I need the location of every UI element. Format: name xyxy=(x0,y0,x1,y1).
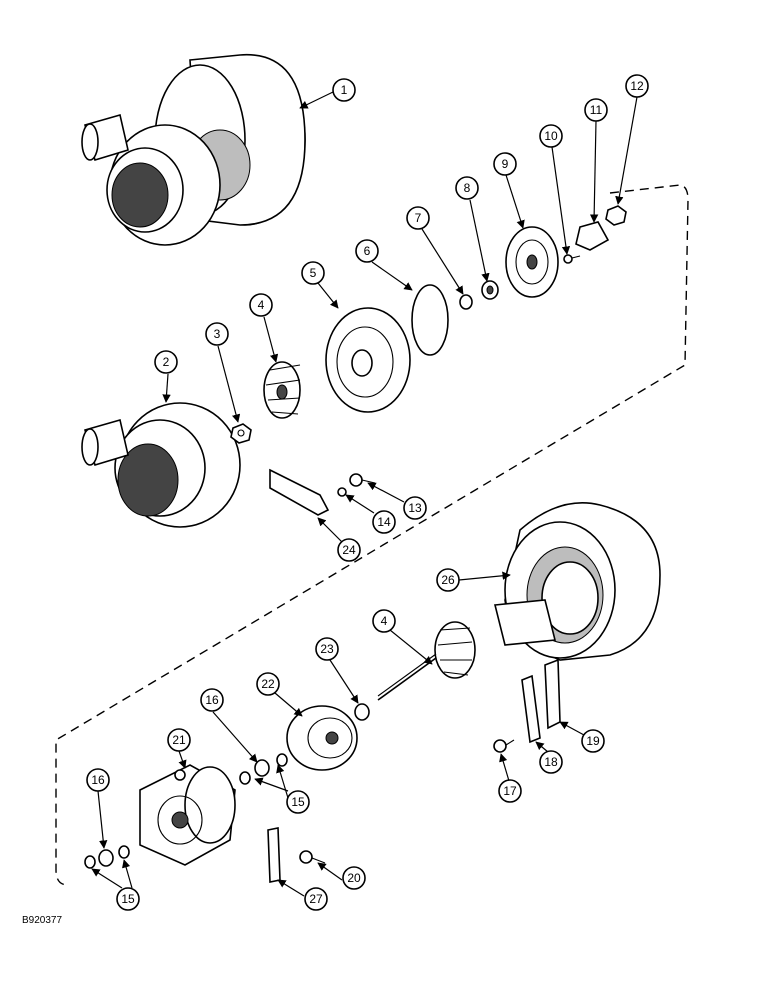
callout-10: 10 xyxy=(539,124,563,148)
thrust-plate xyxy=(505,226,559,298)
svg-text:14: 14 xyxy=(377,515,391,529)
callout-8: 8 xyxy=(455,176,479,200)
callout-17: 4 xyxy=(372,609,396,633)
svg-text:10: 10 xyxy=(544,129,558,143)
callout-22: 15 xyxy=(286,790,310,814)
callout-12: 12 xyxy=(625,74,649,98)
svg-text:6: 6 xyxy=(364,244,371,258)
ring-23 xyxy=(354,703,370,721)
callouts: 1 2 3 4 5 6 7 8 9 10 11 12 13 14 24 26 4… xyxy=(86,74,649,911)
callout-1: 1 xyxy=(332,78,356,102)
lock-plate-7 xyxy=(269,468,330,516)
nut-14 xyxy=(605,205,627,226)
bolt-20 xyxy=(299,850,326,864)
thrust-bearing xyxy=(575,221,610,251)
svg-text:23: 23 xyxy=(320,642,334,656)
heat-shield xyxy=(286,705,358,771)
lock-plate-19 xyxy=(544,658,561,730)
compressor-wheel xyxy=(263,361,301,419)
sleeve-10 xyxy=(481,280,499,300)
callout-7: 7 xyxy=(406,206,430,230)
svg-text:13: 13 xyxy=(408,501,422,515)
ring-9 xyxy=(459,294,473,310)
callout-27: 15 xyxy=(116,887,140,911)
svg-text:3: 3 xyxy=(214,327,221,341)
svg-text:4: 4 xyxy=(381,614,388,628)
lock-plate-27 xyxy=(267,827,281,883)
svg-text:19: 19 xyxy=(586,734,600,748)
bolt-17 xyxy=(493,739,515,753)
callout-21: 16 xyxy=(200,688,224,712)
svg-text:15: 15 xyxy=(291,795,305,809)
bearing-set-upper xyxy=(239,753,288,785)
callout-13: 13 xyxy=(403,496,427,520)
bolt-8 xyxy=(349,473,376,487)
svg-text:1: 1 xyxy=(341,83,348,97)
callout-28: 27 xyxy=(304,887,328,911)
callout-25: 19 xyxy=(581,729,605,753)
svg-text:21: 21 xyxy=(172,733,186,747)
callout-4: 4 xyxy=(249,293,273,317)
center-housing xyxy=(139,764,236,866)
svg-text:16: 16 xyxy=(91,773,105,787)
svg-text:4: 4 xyxy=(258,298,265,312)
compressor-housing xyxy=(81,402,241,528)
callout-3: 3 xyxy=(205,322,229,346)
callout-11: 11 xyxy=(584,98,608,122)
svg-text:17: 17 xyxy=(503,784,517,798)
turbine-wheel-shaft xyxy=(377,621,476,701)
callout-23: 17 xyxy=(498,779,522,803)
svg-text:27: 27 xyxy=(309,892,323,906)
leader-lines xyxy=(91,91,638,897)
callout-6: 6 xyxy=(355,239,379,263)
svg-text:26: 26 xyxy=(441,573,455,587)
svg-text:24: 24 xyxy=(342,543,356,557)
svg-text:20: 20 xyxy=(347,871,361,885)
screw-11 xyxy=(563,254,581,264)
svg-text:12: 12 xyxy=(630,79,644,93)
callout-24: 18 xyxy=(539,750,563,774)
seal-ring xyxy=(411,284,449,356)
lock-plate-18 xyxy=(521,674,541,744)
callout-26: 16 xyxy=(86,768,110,792)
turbine-housing xyxy=(493,502,661,661)
washer-26 xyxy=(337,487,347,497)
callout-20: 21 xyxy=(167,728,191,752)
callout-14: 14 xyxy=(372,510,396,534)
svg-text:9: 9 xyxy=(502,157,509,171)
bearing-set-lower xyxy=(84,845,130,869)
figure-id-label: B920377 xyxy=(22,915,63,926)
svg-text:5: 5 xyxy=(310,266,317,280)
svg-text:18: 18 xyxy=(544,755,558,769)
assembly-dashed-line xyxy=(55,184,689,886)
callout-9: 9 xyxy=(493,152,517,176)
callout-16: 26 xyxy=(436,568,460,592)
svg-text:11: 11 xyxy=(590,103,603,117)
callout-18: 23 xyxy=(315,637,339,661)
callout-5: 5 xyxy=(301,261,325,285)
svg-text:8: 8 xyxy=(464,181,471,195)
turbocharger-assembly xyxy=(81,54,306,246)
callout-19: 22 xyxy=(256,672,280,696)
svg-text:7: 7 xyxy=(415,211,422,225)
svg-text:16: 16 xyxy=(205,693,219,707)
svg-text:2: 2 xyxy=(163,355,170,369)
svg-text:22: 22 xyxy=(261,677,275,691)
callout-15: 24 xyxy=(337,538,361,562)
svg-text:15: 15 xyxy=(121,892,135,906)
nut-3 xyxy=(230,423,252,444)
callout-29: 20 xyxy=(342,866,366,890)
callout-2: 2 xyxy=(154,350,178,374)
backplate xyxy=(325,307,411,413)
